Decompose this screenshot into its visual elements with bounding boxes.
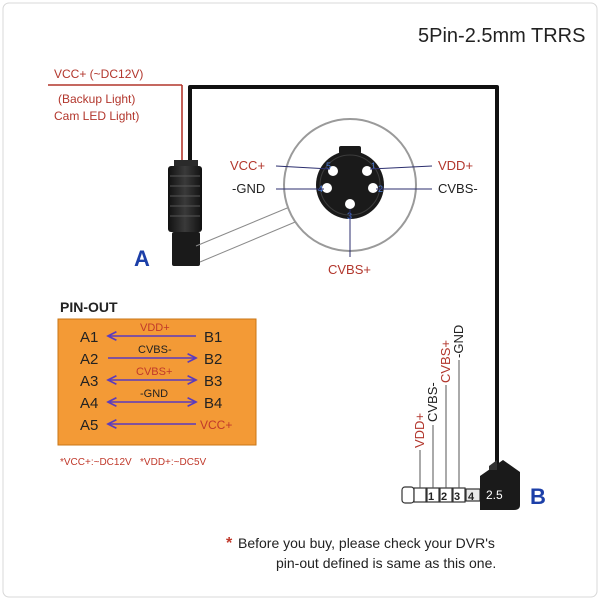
pin-4	[322, 183, 332, 193]
pinout-footnote: *VCC+:~DC12V *VDD+:~DC5V	[60, 457, 207, 468]
pinout-a5: A5	[80, 417, 98, 434]
pin-number-1: 1	[371, 161, 376, 171]
pinout-a1: A1	[80, 329, 98, 346]
note-line-2: Cam LED Light)	[54, 109, 139, 123]
pin-leader	[275, 165, 331, 170]
pinout-title: PIN-OUT	[60, 299, 118, 315]
note-line-1: (Backup Light)	[58, 92, 135, 106]
pin-2	[368, 183, 378, 193]
disclaimer-line-2: pin-out defined is same as this one.	[276, 555, 496, 571]
ring-label-cvbs-plus: CVBS+	[438, 340, 453, 383]
plug-segment-4: 4	[468, 491, 475, 503]
pin-label-gnd: -GND	[232, 181, 265, 196]
connector-a-body	[168, 160, 202, 266]
pinout-b4: B4	[204, 395, 222, 412]
pin-1	[362, 166, 372, 176]
ring-label-vdd: VDD+	[412, 413, 427, 448]
supply-label: VCC+ (~DC12V)	[54, 67, 143, 81]
disclaimer-star: *	[226, 535, 233, 552]
connector-a-label: A	[134, 246, 150, 271]
pinout-a4: A4	[80, 395, 98, 412]
plug-segment-2: 2	[441, 491, 447, 503]
plug-b-label: B	[530, 484, 546, 509]
pinout-signal-5: VCC+	[200, 418, 232, 432]
pin-label-vcc: VCC+	[230, 158, 265, 173]
pin-label-cvbs-minus: CVBS-	[438, 181, 478, 196]
pin-label-vdd: VDD+	[438, 158, 473, 173]
pin-leader	[369, 165, 433, 170]
pin-label-cvbs-plus: CVBS+	[328, 262, 371, 277]
disclaimer-line-1: Before you buy, please check your DVR's	[238, 535, 495, 551]
zoom-line	[195, 205, 293, 247]
pinout-a2: A2	[80, 351, 98, 368]
ring-label-gnd: -GND	[451, 325, 466, 358]
pinout-a3: A3	[80, 373, 98, 390]
pinout-signal-4: -GND	[140, 388, 168, 400]
main-cable	[188, 85, 499, 470]
pin-3	[345, 199, 355, 209]
zoom-line	[199, 219, 301, 263]
pinout-b1: B1	[204, 329, 222, 346]
pin-number-5: 5	[326, 161, 331, 171]
pinout-signal-1: VDD+	[140, 322, 170, 334]
diagram-title: 5Pin-2.5mm TRRS	[418, 25, 585, 47]
pin-5	[328, 166, 338, 176]
pinout-b3: B3	[204, 373, 222, 390]
pinout-signal-3: CVBS+	[136, 366, 172, 378]
plug-segment-3: 3	[454, 491, 460, 503]
ring-label-cvbs-minus: CVBS-	[425, 382, 440, 422]
plug-segment-1: 1	[428, 491, 434, 503]
pinout-signal-2: CVBS-	[138, 344, 172, 356]
plug-size-text: 2.5	[486, 488, 503, 502]
pinout-b2: B2	[204, 351, 222, 368]
